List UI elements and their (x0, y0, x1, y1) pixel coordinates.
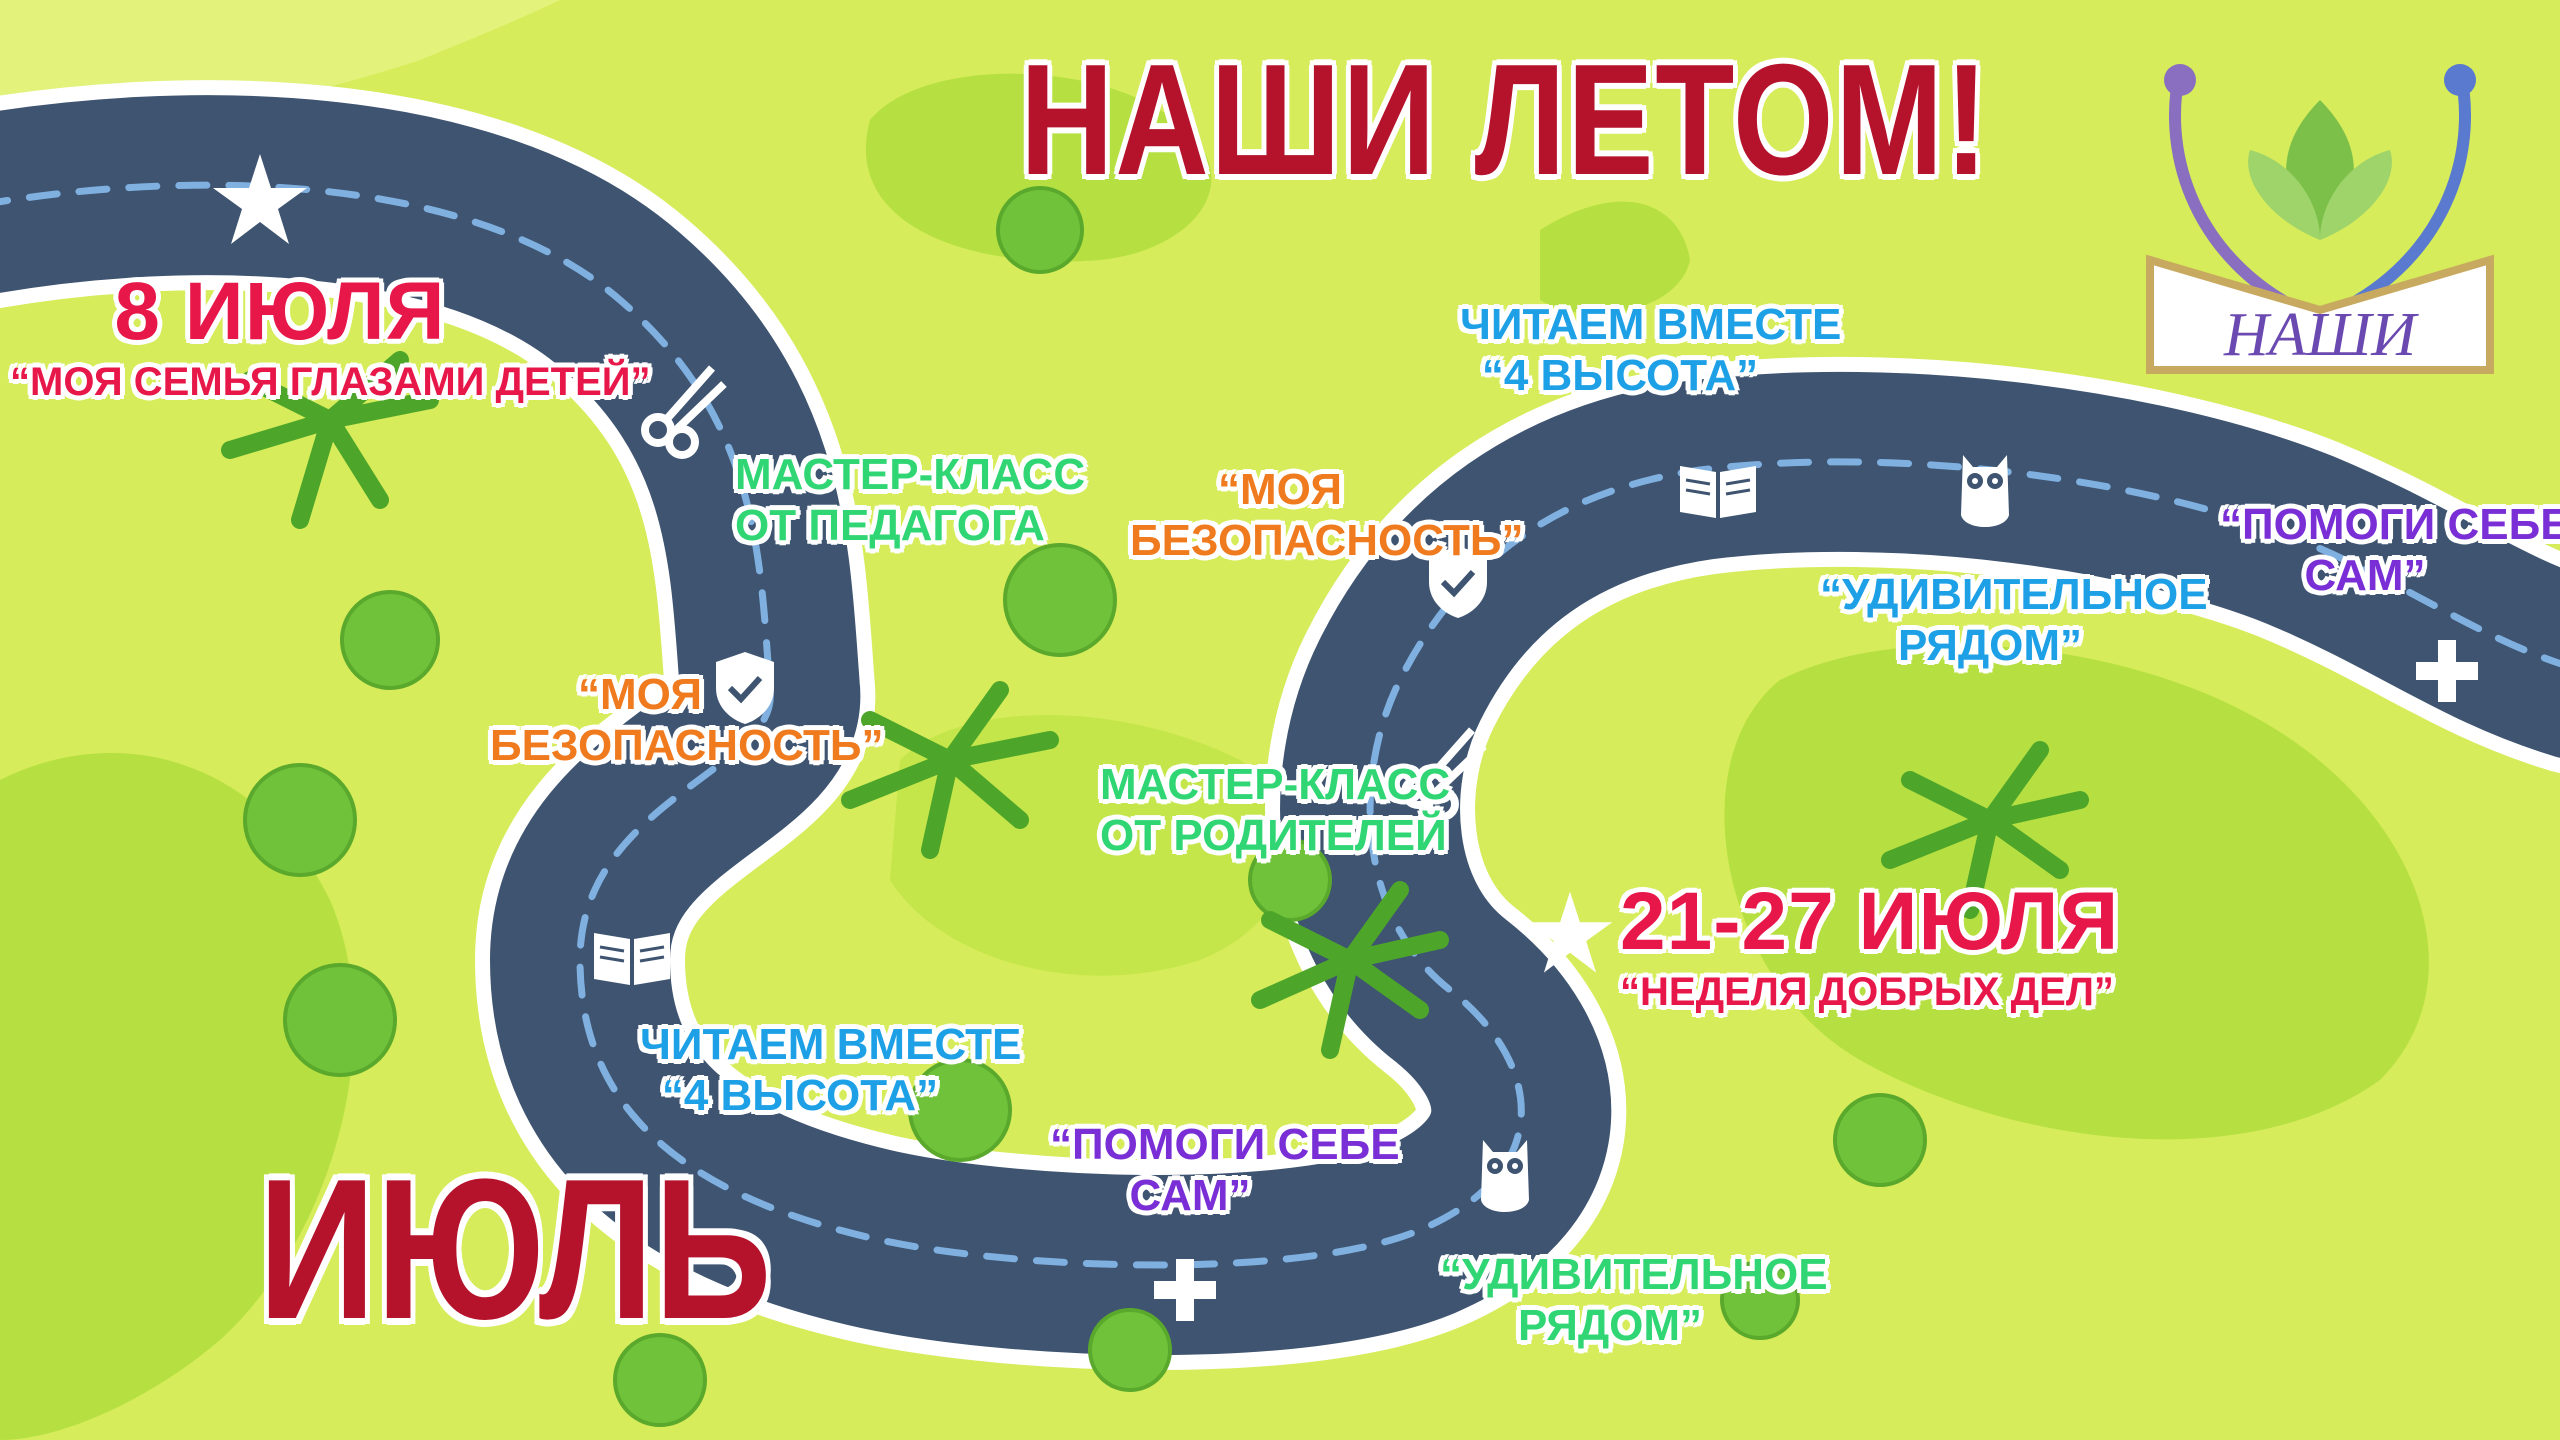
event-help-yourself-1: “ПОМОГИ СЕБЕ САМ” (1050, 1120, 1400, 1221)
open-book-icon (1680, 466, 1756, 518)
event-safety-2: “МОЯ БЕЗОПАСНОСТЬ” (1130, 465, 1524, 566)
star-icon (213, 154, 307, 244)
event-read-together-1: ЧИТАЕМ ВМЕСТЕ “4 ВЫСОТА” (640, 1020, 1022, 1121)
event-line: “ПОМОГИ СЕБЕ (2220, 500, 2560, 549)
event-line: РЯДОМ” (1897, 620, 2083, 670)
event-date-1-name: “МОЯ СЕМЬЯ ГЛАЗАМИ ДЕТЕЙ” (10, 360, 651, 405)
nashi-logo: НАШИ (2146, 64, 2494, 374)
event-safety-1: “МОЯ БЕЗОПАСНОСТЬ” (490, 670, 884, 771)
event-date-2-name: “НЕДЕЛЯ ДОБРЫХ ДЕЛ” (1620, 970, 2114, 1015)
event-line: ОТ ПЕДАГОГА (735, 500, 1045, 550)
scissors-icon (641, 365, 727, 459)
event-line: САМ” (1129, 1170, 1251, 1220)
event-line: “УДИВИТЕЛЬНОЕ (1440, 1250, 1828, 1299)
event-line: БЕЗОПАСНОСТЬ” (1130, 515, 1524, 565)
event-amazing-nearby-1: “УДИВИТЕЛЬНОЕ РЯДОМ” (1440, 1250, 1828, 1351)
month-label: ИЮЛЬ (258, 1138, 772, 1361)
event-line: “ПОМОГИ СЕБЕ (1050, 1120, 1400, 1169)
event-date-2-date: 21-27 ИЮЛЯ (1620, 876, 2120, 967)
event-line: “4 ВЫСОТА” (661, 1070, 939, 1120)
event-date-2: 21-27 ИЮЛЯ “НЕДЕЛЯ ДОБРЫХ ДЕЛ” (1620, 875, 2120, 1015)
event-line: “МОЯ (578, 670, 702, 719)
event-line: САМ” (2304, 550, 2426, 600)
owl-icon (1481, 1140, 1529, 1212)
shield-check-icon (1429, 546, 1487, 618)
shield-check-icon (716, 652, 774, 724)
event-date-1: 8 ИЮЛЯ “МОЯ СЕМЬЯ ГЛАЗАМИ ДЕТЕЙ” (10, 265, 651, 405)
logo-text: НАШИ (2223, 301, 2419, 369)
poster-title: НАШИ ЛЕТОМ! (1020, 32, 1990, 208)
event-line: ОТ РОДИТЕЛЕЙ (1100, 810, 1447, 860)
event-line: БЕЗОПАСНОСТЬ” (490, 720, 884, 770)
scissors-icon (1401, 727, 1487, 821)
event-line: “4 ВЫСОТА” (1481, 350, 1759, 400)
plus-icon (2416, 640, 2478, 702)
event-line: “УДИВИТЕЛЬНОЕ (1820, 570, 2208, 619)
event-line: МАСТЕР-КЛАСС (735, 450, 1086, 499)
event-line: “МОЯ (1218, 465, 1342, 514)
star-icon (1527, 891, 1613, 973)
event-amazing-nearby-2: “УДИВИТЕЛЬНОЕ РЯДОМ” (1820, 570, 2208, 671)
event-help-yourself-2: “ПОМОГИ СЕБЕ САМ” (2220, 500, 2560, 601)
owl-icon (1961, 455, 2009, 527)
event-read-together-2: ЧИТАЕМ ВМЕСТЕ “4 ВЫСОТА” (1460, 300, 1842, 401)
event-line: ЧИТАЕМ ВМЕСТЕ (640, 1020, 1022, 1069)
event-line: ЧИТАЕМ ВМЕСТЕ (1460, 300, 1842, 349)
event-master-class-parents: МАСТЕР-КЛАСС ОТ РОДИТЕЛЕЙ (1100, 760, 1451, 861)
event-date-1-date: 8 ИЮЛЯ (114, 266, 446, 357)
open-book-icon (594, 933, 670, 985)
event-line: МАСТЕР-КЛАСС (1100, 760, 1451, 809)
event-master-class-teacher: МАСТЕР-КЛАСС ОТ ПЕДАГОГА (735, 450, 1086, 551)
event-line: РЯДОМ” (1517, 1300, 1703, 1350)
plus-icon (1154, 1259, 1216, 1321)
